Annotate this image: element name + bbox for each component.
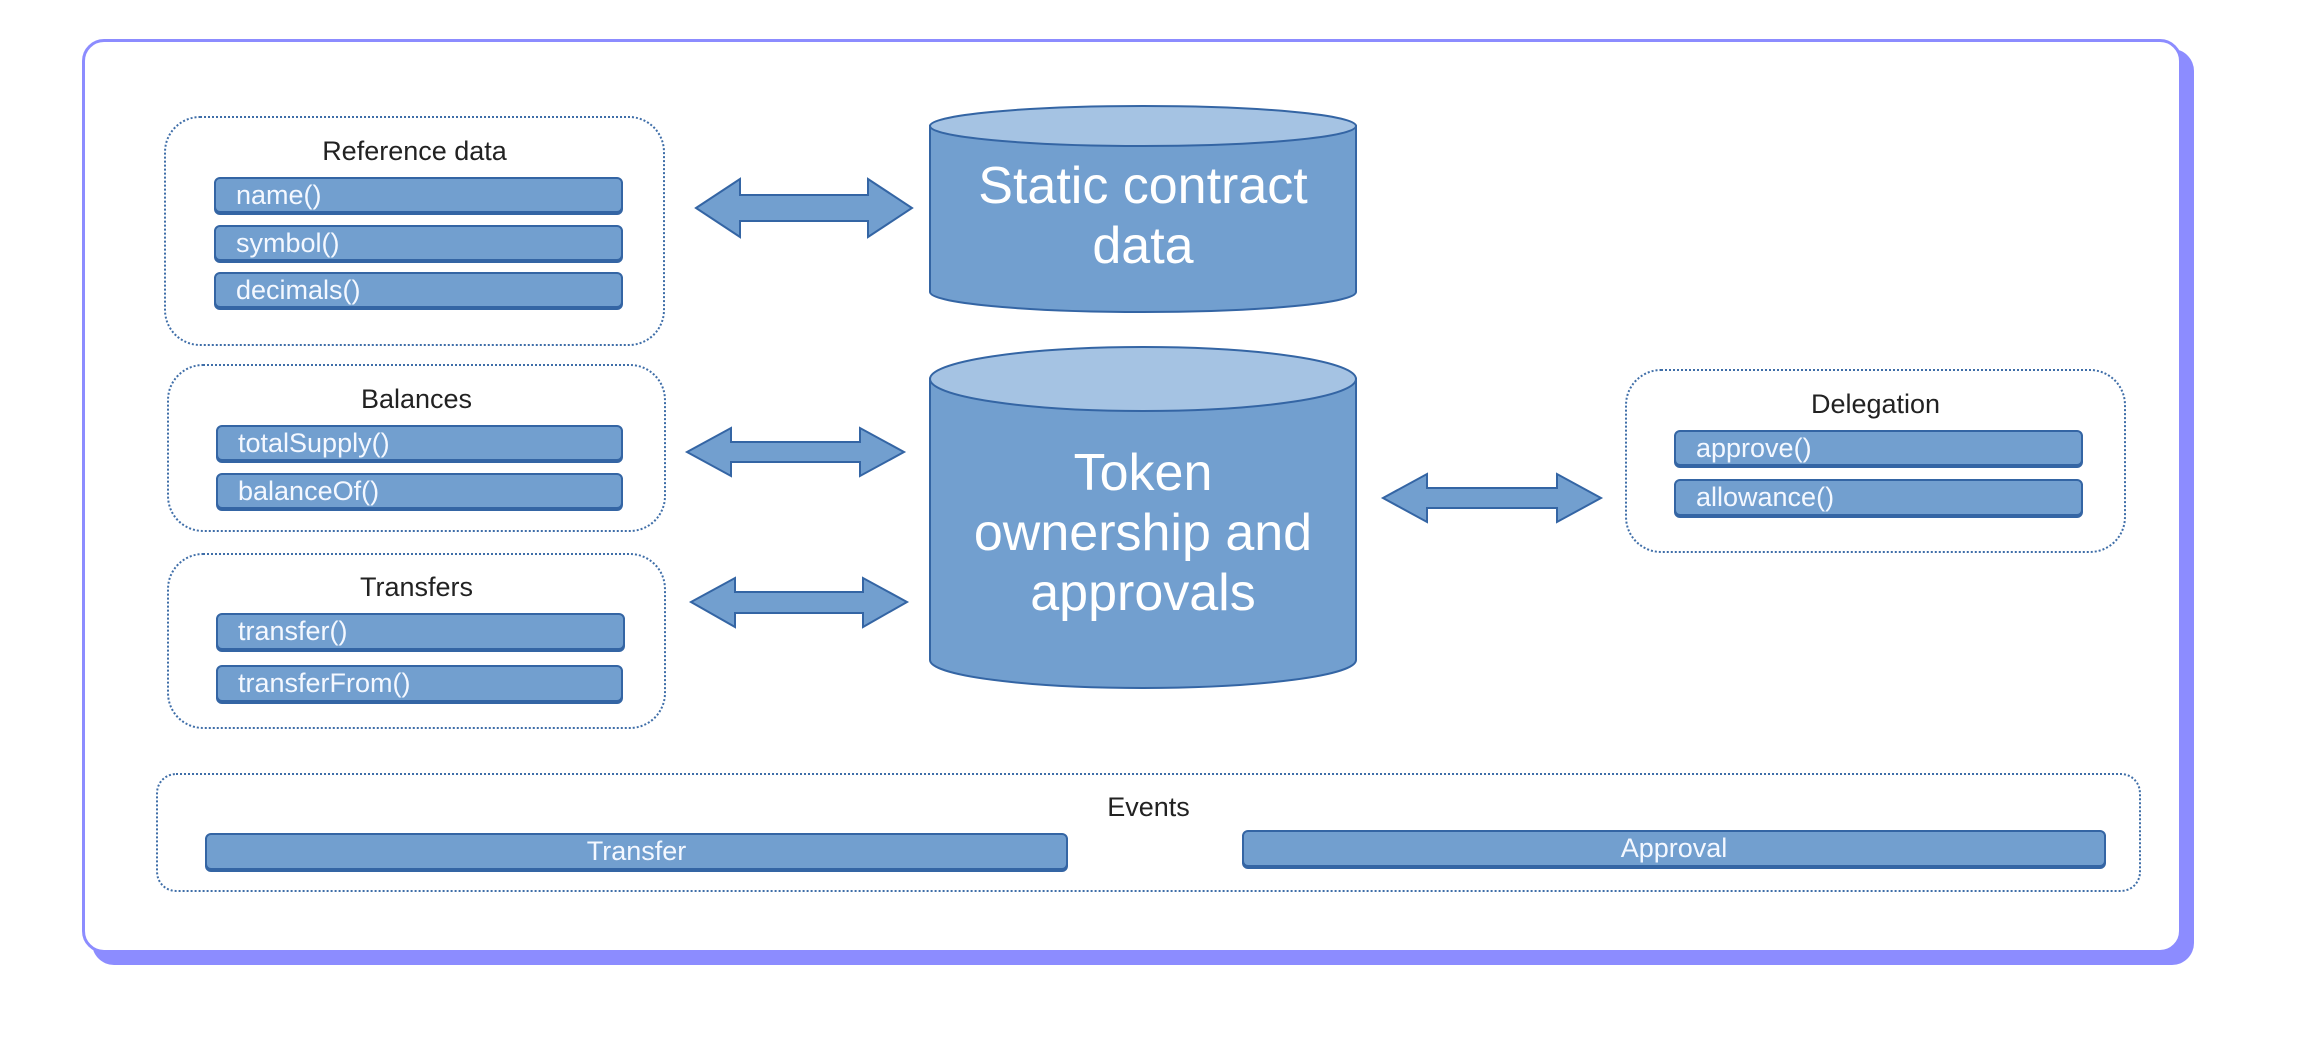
group-title-balances: Balances bbox=[360, 384, 473, 414]
store-line: Static contract bbox=[978, 157, 1308, 215]
method-allowance[interactable]: allowance() bbox=[1674, 479, 2083, 516]
group-title-transfers: Transfers bbox=[359, 572, 474, 602]
store-line: approvals bbox=[1030, 564, 1256, 622]
store-line: Token bbox=[1073, 444, 1213, 502]
method-balanceof[interactable]: balanceOf() bbox=[216, 473, 623, 509]
store-line: ownership and bbox=[973, 504, 1313, 562]
static-contract-data-cylinder bbox=[929, 105, 1357, 313]
cylinder-top bbox=[929, 105, 1357, 147]
group-title-events: Events bbox=[1107, 792, 1190, 822]
cylinder-body bbox=[929, 125, 1357, 313]
group-title-delegation: Delegation bbox=[1810, 389, 1941, 419]
cylinder-top bbox=[929, 346, 1357, 412]
group-title-reference-data: Reference data bbox=[322, 136, 507, 166]
double-arrow-icon bbox=[684, 426, 907, 478]
method-decimals[interactable]: decimals() bbox=[214, 272, 623, 308]
token-ownership-cylinder bbox=[929, 346, 1357, 689]
event-transfer[interactable]: Transfer bbox=[205, 833, 1068, 870]
method-symbol[interactable]: symbol() bbox=[214, 225, 623, 261]
double-arrow-icon bbox=[694, 177, 914, 239]
method-transferfrom[interactable]: transferFrom() bbox=[216, 665, 623, 702]
method-approve[interactable]: approve() bbox=[1674, 430, 2083, 466]
token-ownership-label: Token ownership and approvals bbox=[929, 443, 1357, 623]
double-arrow-icon bbox=[688, 576, 910, 629]
method-totalsupply[interactable]: totalSupply() bbox=[216, 425, 623, 461]
method-name[interactable]: name() bbox=[214, 177, 623, 213]
static-contract-data-label: Static contract data bbox=[929, 156, 1357, 276]
store-line: data bbox=[1092, 217, 1194, 275]
method-transfer[interactable]: transfer() bbox=[216, 613, 625, 650]
event-approval[interactable]: Approval bbox=[1242, 830, 2106, 867]
cylinder-body bbox=[929, 378, 1357, 689]
double-arrow-icon bbox=[1380, 472, 1604, 524]
